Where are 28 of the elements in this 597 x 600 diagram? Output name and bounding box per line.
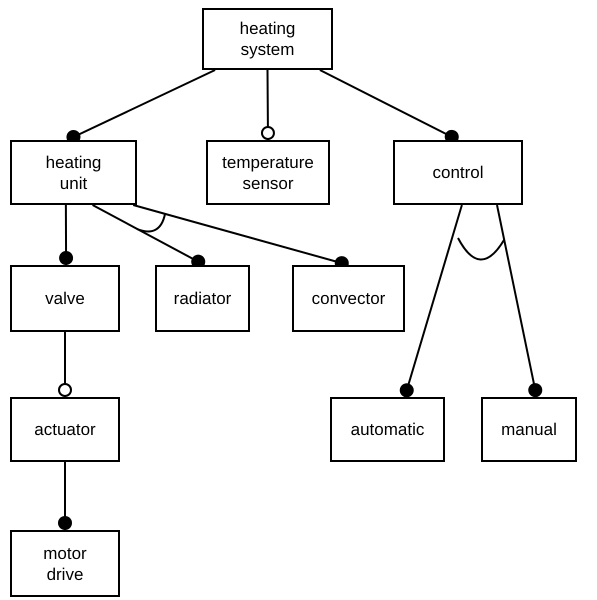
feature-label: valve xyxy=(44,288,86,309)
feature-box xyxy=(10,265,120,332)
connector-line xyxy=(58,332,72,397)
feature-label: automatic xyxy=(350,419,426,440)
connector-line xyxy=(496,204,542,398)
connector-line xyxy=(260,70,275,140)
feature-box xyxy=(393,140,523,205)
feature-label: manual xyxy=(500,419,558,440)
feature-box xyxy=(10,397,120,462)
feature-label: control xyxy=(431,162,485,183)
connector-line xyxy=(58,462,72,530)
feature-box xyxy=(206,140,330,205)
feature-box xyxy=(10,140,137,205)
feature-label: actuator xyxy=(33,419,97,440)
feature-box xyxy=(202,8,333,70)
feature-label: heating system xyxy=(238,18,296,60)
feature-label: convector xyxy=(310,288,386,309)
connector-line xyxy=(59,205,74,265)
feature-label: motor drive xyxy=(42,542,88,584)
feature-label: radiator xyxy=(172,288,232,309)
connector-line xyxy=(400,204,463,398)
feature-box xyxy=(330,397,445,462)
feature-label: heating unit xyxy=(44,152,102,194)
feature-box xyxy=(292,265,405,332)
feature-label: temperature sensor xyxy=(221,152,315,194)
feature-box xyxy=(155,265,250,332)
feature-box xyxy=(481,397,577,462)
feature-box xyxy=(10,530,120,597)
